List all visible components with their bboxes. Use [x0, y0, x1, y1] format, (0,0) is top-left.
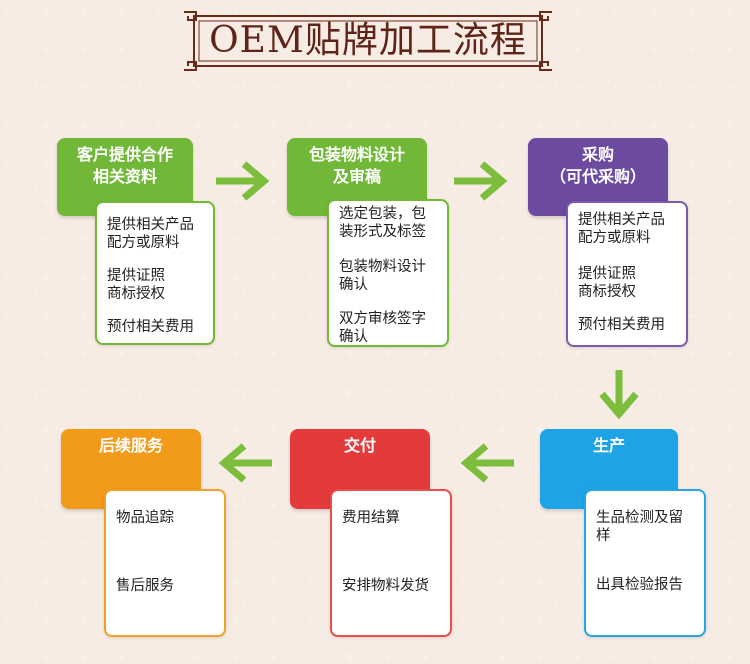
- step5-card: 费用结算 安排物料发货: [330, 489, 452, 637]
- step4-item: 生品检测及留 样: [596, 510, 683, 544]
- arrow-right-icon: [216, 161, 270, 201]
- step1-item: 预付相关费用: [107, 319, 194, 335]
- arrow-right-icon: [454, 161, 508, 201]
- step3-item: 提供相关产品 配方或原料: [578, 212, 665, 246]
- step5-heading-line1: 交付: [343, 436, 376, 455]
- step1-heading-line1: 客户提供合作: [76, 145, 173, 164]
- step3-card: 提供相关产品 配方或原料 提供证照 商标授权 预付相关费用: [566, 201, 688, 347]
- arrow-left-icon: [460, 443, 514, 483]
- step4-item: 出具检验报告: [596, 577, 683, 593]
- step6-card: 物品追踪 售后服务: [104, 489, 226, 637]
- step6-item: 售后服务: [116, 578, 174, 594]
- step2-item: 双方审核签字 确认: [339, 311, 426, 345]
- arrow-left-icon: [218, 443, 272, 483]
- step2-item: 包装物料设计 确认: [339, 259, 426, 293]
- step1-item: 提供相关产品 配方或原料: [107, 217, 194, 251]
- step3-item: 提供证照 商标授权: [578, 266, 636, 300]
- step1-heading-line2: 相关资料: [92, 167, 157, 186]
- step5-item: 费用结算: [342, 510, 400, 526]
- step4-heading-line1: 生产: [592, 436, 625, 455]
- title-banner: OEM贴牌加工流程: [182, 10, 554, 72]
- step5-item: 安排物料发货: [342, 578, 429, 594]
- step2-heading-line1: 包装物料设计: [308, 145, 405, 164]
- page-title: OEM贴牌加工流程: [209, 20, 527, 61]
- title-frame: [184, 11, 552, 71]
- step4-card: 生品检测及留 样 出具检验报告: [584, 489, 706, 637]
- step3-item: 预付相关费用: [578, 317, 665, 333]
- step1-item: 提供证照 商标授权: [107, 268, 165, 302]
- step2-item: 选定包装，包 装形式及标签: [339, 206, 426, 240]
- step3-heading-line2: （可代采购）: [549, 167, 646, 186]
- step6-heading-line1: 后续服务: [98, 436, 163, 455]
- step6-item: 物品追踪: [116, 510, 174, 526]
- arrow-down-icon: [599, 370, 639, 420]
- step1-card: 提供相关产品 配方或原料 提供证照 商标授权 预付相关费用: [95, 201, 215, 345]
- step2-card: 选定包装，包 装形式及标签 包装物料设计 确认 双方审核签字 确认: [327, 199, 449, 347]
- step2-heading-line2: 及审稿: [332, 167, 381, 186]
- step3-heading-line1: 采购: [581, 145, 614, 164]
